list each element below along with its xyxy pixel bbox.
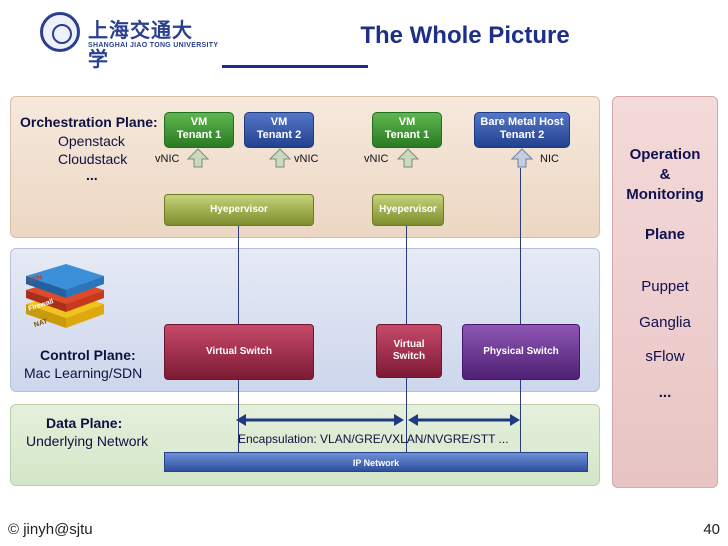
- nic-arrow-icon: [510, 148, 534, 168]
- data-plane-panel: [10, 404, 600, 486]
- vm-tenant-label: Tenant 1: [176, 129, 222, 141]
- virtual-switch[interactable]: Virtual Switch: [164, 324, 314, 380]
- operation-title: Monitoring: [626, 186, 704, 203]
- vm-tenant-label: Tenant 1: [384, 129, 430, 141]
- switch-label: Switch: [392, 351, 426, 362]
- orchestration-item: Openstack: [58, 133, 125, 149]
- hypervisor-1[interactable]: Hyepervisor: [164, 194, 314, 226]
- operation-plane-panel: [612, 96, 718, 488]
- nic-label: vNIC: [364, 153, 389, 165]
- page-number: 40: [703, 521, 720, 538]
- vm-tenant-label: Tenant 2: [256, 129, 302, 141]
- logo-english-text: SHANGHAI JIAO TONG UNIVERSITY: [88, 42, 219, 49]
- orchestration-title: Orchestration Plane:: [20, 114, 158, 130]
- vm-label: Bare Metal Host: [480, 116, 564, 128]
- virtual-switch-small[interactable]: Virtual Switch: [376, 324, 442, 378]
- university-logo: 上海交通大学 SHANGHAI JIAO TONG UNIVERSITY: [40, 12, 218, 71]
- ip-network-bar[interactable]: IP Network: [164, 452, 588, 472]
- switch-label: Virtual: [393, 339, 425, 350]
- connector-line: [406, 378, 407, 452]
- vnic-arrow-icon: [396, 148, 420, 168]
- nic-label: vNIC: [294, 153, 319, 165]
- title-underline: [222, 65, 368, 68]
- connector-line: [238, 378, 239, 452]
- tunnel-arrows: [236, 414, 520, 426]
- data-plane-subtitle: Underlying Network: [26, 433, 149, 449]
- operation-title: Plane: [644, 226, 686, 243]
- bare-metal-host[interactable]: Bare Metal Host Tenant 2: [474, 112, 570, 148]
- footer-author: © jinyh@sjtu: [8, 521, 93, 538]
- orchestration-item: ...: [86, 167, 98, 183]
- vnic-arrow-icon: [186, 148, 210, 168]
- physical-switch[interactable]: Physical Switch: [462, 324, 580, 380]
- vm-label: VM: [398, 116, 416, 128]
- operation-title: Operation: [629, 146, 701, 163]
- operation-item: ...: [658, 384, 672, 401]
- hypervisor-2[interactable]: Hyepervisor: [372, 194, 444, 226]
- encapsulation-label: Encapsulation: VLAN/GRE/VXLAN/NVGRE/STT …: [238, 432, 509, 446]
- operation-title: &: [659, 166, 671, 183]
- nic-label: NIC: [540, 153, 559, 165]
- connector-line: [520, 378, 521, 452]
- orchestration-item: Cloudstack: [58, 151, 128, 167]
- vnic-arrow-icon: [268, 148, 292, 168]
- vm-tenant1-b[interactable]: VM Tenant 1: [372, 112, 442, 148]
- logo-chinese-text: 上海交通大学: [88, 18, 193, 71]
- slide-title: The Whole Picture: [360, 22, 570, 49]
- seal-icon: [40, 12, 80, 52]
- vm-tenant-label: Tenant 2: [499, 129, 545, 141]
- nic-label: vNIC: [155, 153, 180, 165]
- operation-item: sFlow: [645, 348, 685, 365]
- data-plane-title: Data Plane:: [46, 415, 123, 431]
- network-services-stack-icon: [26, 264, 104, 328]
- vm-label: VM: [190, 116, 208, 128]
- operation-item: Ganglia: [639, 314, 691, 331]
- control-plane-subtitle: Mac Learning/SDN: [24, 365, 143, 381]
- operation-item: Puppet: [641, 278, 689, 295]
- vm-label: VM: [270, 116, 288, 128]
- vm-tenant2[interactable]: VM Tenant 2: [244, 112, 314, 148]
- connector-line: [520, 168, 521, 324]
- connector-line: [406, 224, 407, 324]
- connector-line: [238, 224, 239, 324]
- vm-tenant1-a[interactable]: VM Tenant 1: [164, 112, 234, 148]
- control-plane-title: Control Plane:: [40, 347, 136, 363]
